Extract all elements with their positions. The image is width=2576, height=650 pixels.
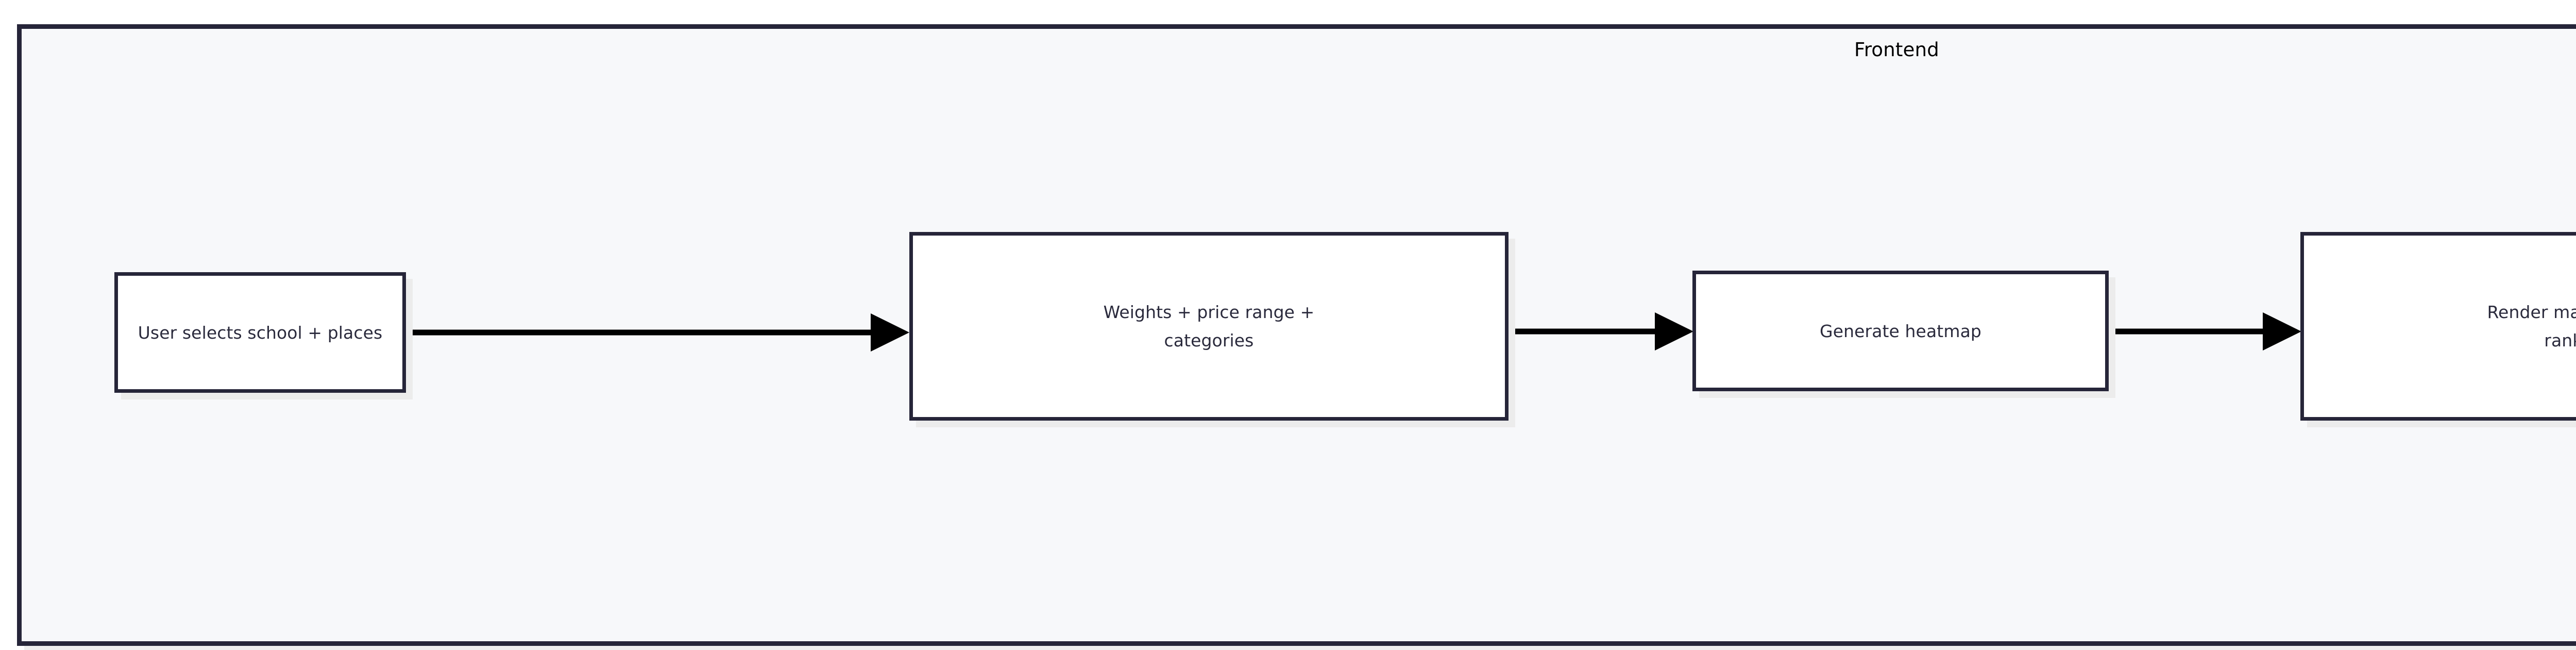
subgraph-title: Frontend	[1854, 39, 1939, 61]
node-user-selects[interactable]: User selects school + places	[114, 272, 406, 393]
node-label: Render map + heatmap + ranked areas	[2487, 302, 2576, 351]
node-generate-heatmap[interactable]: Generate heatmap	[1692, 271, 2109, 391]
node-label: User selects school + places	[138, 322, 383, 343]
node-label: Weights + price range + categories	[1103, 302, 1315, 351]
node-label: Generate heatmap	[1820, 321, 1981, 341]
node-render-map[interactable]: Render map + heatmap + ranked areas	[2300, 232, 2576, 421]
node-weights[interactable]: Weights + price range + categories	[909, 232, 1509, 421]
